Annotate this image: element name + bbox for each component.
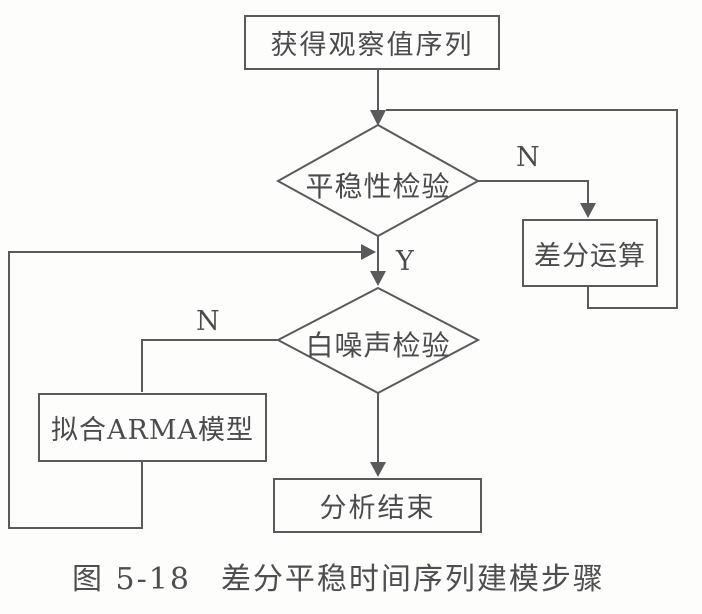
figure-caption: 图 5-18 差分平稳时间序列建模步骤 <box>72 554 632 598</box>
node-difference-box: 差分运算 <box>522 219 658 287</box>
connector-stationarity-no <box>478 180 589 211</box>
node-difference-label: 差分运算 <box>534 240 646 272</box>
node-fit-arma-label: 拟合ARMA模型 <box>51 415 254 446</box>
arrowhead-into-difference-box <box>580 203 596 218</box>
node-fit-arma-box: 拟合ARMA模型 <box>38 393 267 462</box>
connector-whitenoise-no <box>141 339 278 392</box>
node-end-label: 分析结束 <box>319 493 436 524</box>
arrowhead-feedback-into-junction <box>361 244 376 260</box>
figure-caption-number: 图 5-18 <box>72 562 191 597</box>
branch-label-whitenoise-no: N <box>196 306 220 337</box>
figure-caption-title: 差分平稳时间序列建模步骤 <box>220 562 605 597</box>
node-end-box: 分析结束 <box>273 478 482 533</box>
node-start-box: 获得观察值序列 <box>244 15 500 70</box>
connector-difference-return-loop <box>386 109 678 309</box>
arrowhead-into-end-box <box>370 462 386 477</box>
connector-arma-feedback-loop <box>8 251 362 529</box>
node-start-label: 获得观察值序列 <box>270 30 474 61</box>
node-stationarity-label: 平稳性检验 <box>305 170 451 203</box>
branch-label-stationarity-no: N <box>516 142 540 173</box>
node-white-noise-label: 白噪声检验 <box>305 329 451 362</box>
arrowhead-into-stationarity-diamond <box>370 110 386 126</box>
branch-label-stationarity-yes: Y <box>396 246 414 277</box>
arrowhead-into-whitenoise-diamond <box>370 271 386 286</box>
